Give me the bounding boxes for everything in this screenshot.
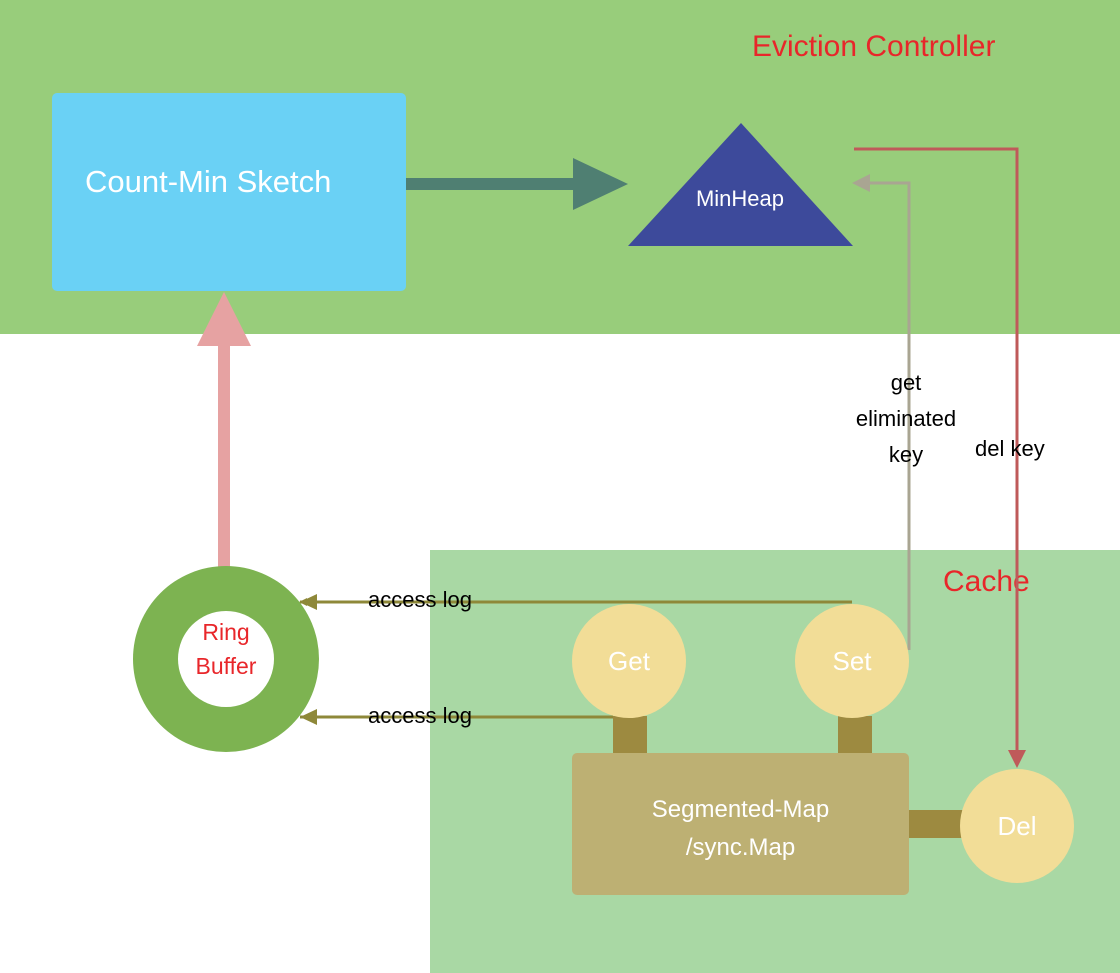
access-log-label-get: access log xyxy=(368,703,472,728)
set-node: Set xyxy=(795,604,909,718)
count-min-sketch-label: Count-Min Sketch xyxy=(85,164,332,199)
get-eliminated-key-line-2: eliminated xyxy=(855,406,957,431)
cache-title: Cache xyxy=(943,565,1030,598)
get-node: Get xyxy=(572,604,686,718)
get-eliminated-key-label: get eliminated key xyxy=(840,365,972,473)
segmented-map-label-line-2: /sync.Map xyxy=(685,834,796,861)
del-map-connector xyxy=(908,810,964,838)
get-eliminated-key-line-3: key xyxy=(888,442,924,467)
count-min-sketch-box: Count-Min Sketch xyxy=(52,93,406,291)
ring-buffer-label: Ring Buffer xyxy=(165,615,287,683)
get-map-connector xyxy=(613,716,647,754)
del-node: Del xyxy=(960,769,1074,883)
ring-buffer-hole xyxy=(178,611,274,707)
ring-buffer-label-line-2: Buffer xyxy=(195,653,257,679)
del-key-label: del key xyxy=(975,436,1045,461)
access-log-label-set: access log xyxy=(368,587,472,612)
eviction-controller-title: Eviction Controller xyxy=(752,30,996,63)
ring-buffer-label-line-1: Ring xyxy=(202,619,250,645)
segmented-map-label-line-1: Segmented-Map xyxy=(651,796,830,823)
minheap-label: MinHeap xyxy=(695,186,785,211)
set-map-connector xyxy=(838,716,872,754)
get-eliminated-key-line-1: get xyxy=(890,370,922,395)
segmented-map-box: Segmented-Map /sync.Map xyxy=(572,753,909,895)
